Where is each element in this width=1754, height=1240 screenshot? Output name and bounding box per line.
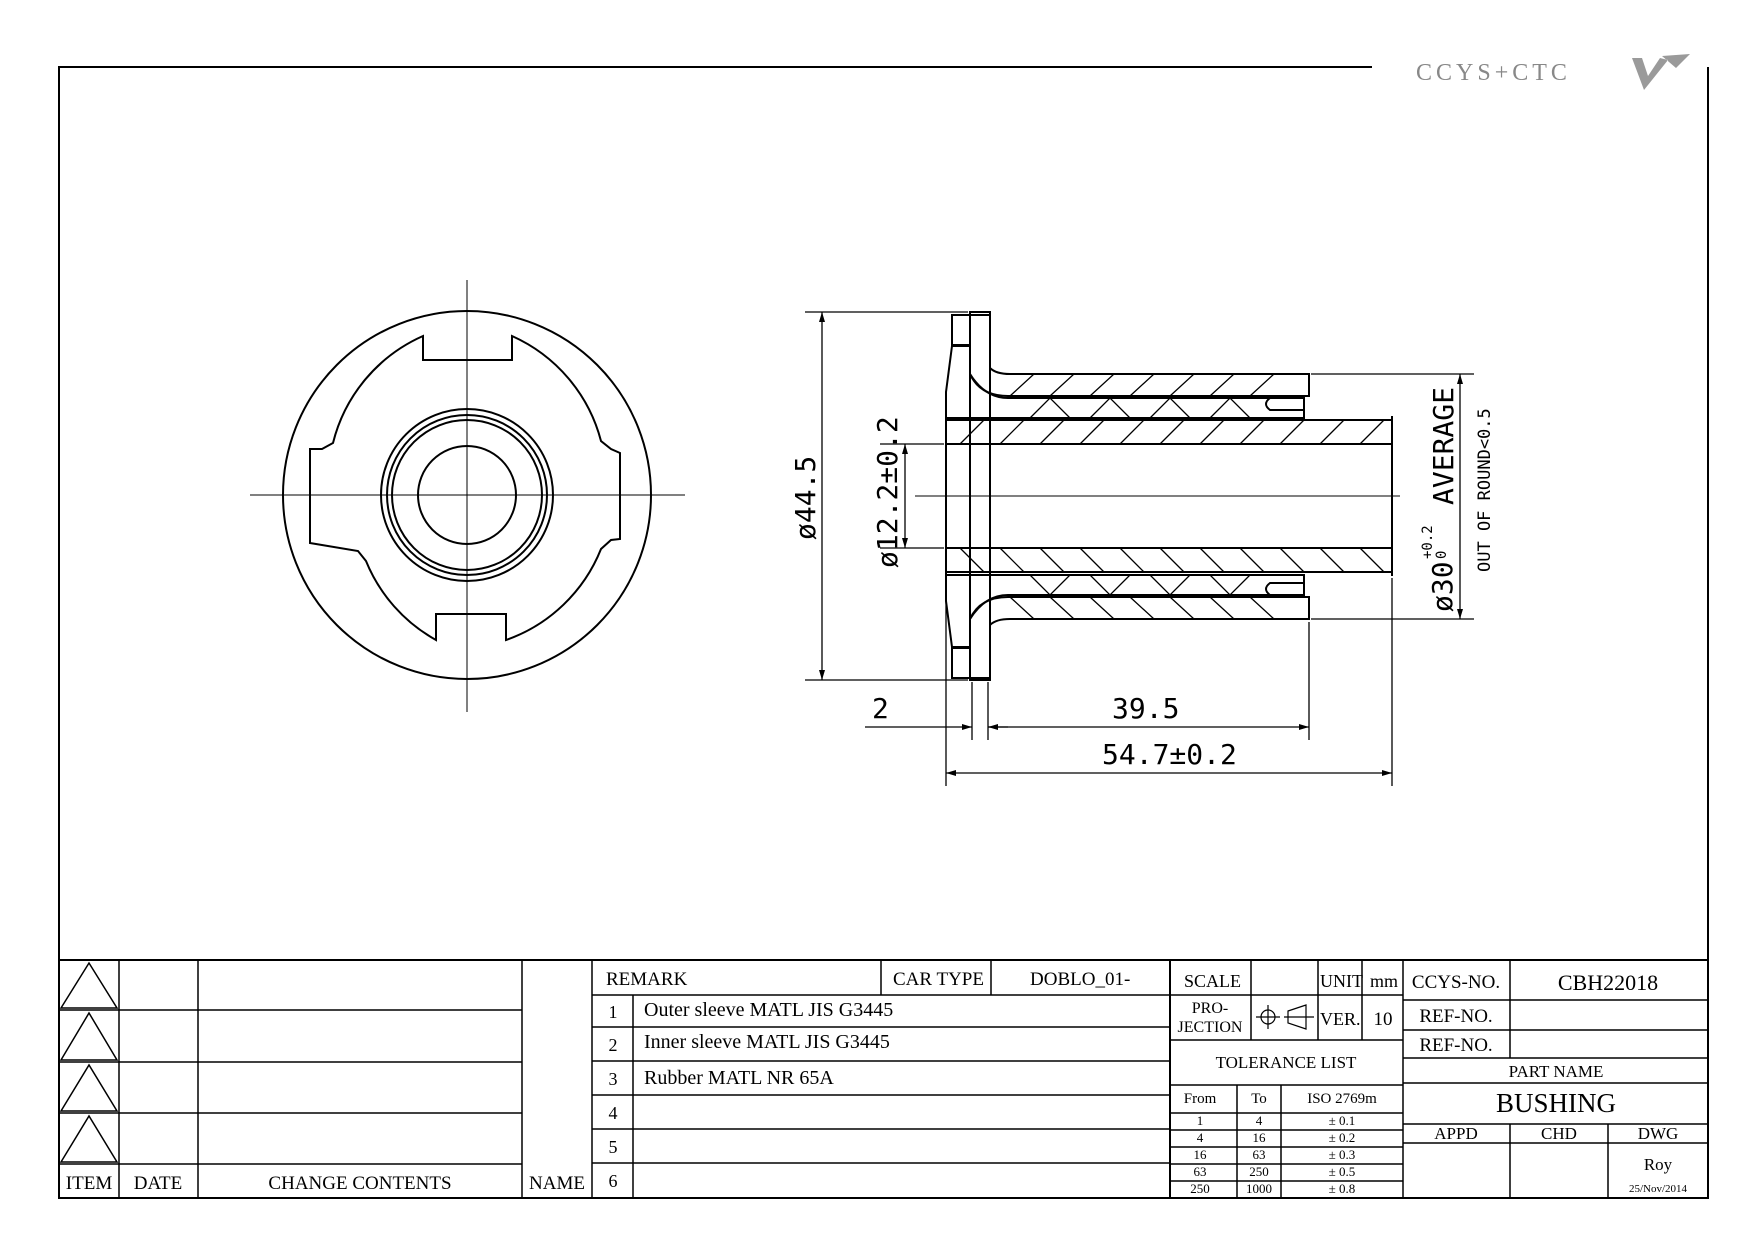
groove-lower — [1265, 582, 1304, 596]
ccys-no-value: CBH22018 — [1558, 970, 1658, 995]
dim-total-length: 54.7±0.2 — [1102, 738, 1237, 771]
front-view — [250, 280, 685, 712]
tolerance-row-4-from: 63 — [1194, 1164, 1207, 1179]
rubber-lower — [945, 574, 1305, 648]
groove-upper — [1265, 397, 1304, 411]
dwg-label: DWG — [1638, 1124, 1679, 1143]
tolerance-row-3-value: ± 0.3 — [1329, 1147, 1356, 1162]
dim-sleeve-tol-lower: 0 — [1434, 551, 1450, 559]
dwg-date: 25/Nov/2014 — [1629, 1183, 1688, 1195]
tolerance-row-3-to: 63 — [1253, 1147, 1266, 1162]
projection-label-1: PRO- — [1192, 1000, 1228, 1017]
section-hatching — [959, 373, 1385, 620]
unit-label: UNIT — [1320, 971, 1363, 991]
dim-flange-thickness: 2 — [872, 692, 889, 725]
car-type-value: DOBLO_01- — [1030, 969, 1130, 990]
dim-body-length: 39.5 — [1112, 692, 1179, 725]
ccys-no-label: CCYS-NO. — [1412, 972, 1500, 993]
remark-text-1: Outer sleeve MATL JIS G3445 — [644, 999, 893, 1021]
revision-header-name: NAME — [529, 1173, 585, 1194]
logo-text: CCYS+CTC — [1416, 60, 1571, 86]
remark-table: REMARK CAR TYPE DOBLO_01- 1 2 3 4 5 6 Ou… — [606, 969, 1130, 1191]
tolerance-header-iso: ISO 2769m — [1307, 1091, 1377, 1107]
dim-outer-diameter: ø44.5 — [789, 456, 822, 540]
remark-no-2: 2 — [609, 1035, 618, 1055]
revision-header-date: DATE — [134, 1173, 183, 1194]
tolerance-row-5-value: ± 0.8 — [1329, 1181, 1356, 1196]
unit-value: mm — [1370, 971, 1398, 991]
dwg-name: Roy — [1644, 1155, 1673, 1174]
appd-label: APPD — [1434, 1124, 1477, 1143]
tolerance-row-2-from: 4 — [1197, 1130, 1204, 1145]
section-view — [915, 311, 1400, 681]
dim-average: AVERAGE — [1427, 387, 1460, 505]
remark-no-6: 6 — [609, 1171, 618, 1191]
tolerance-row-4-value: ± 0.5 — [1329, 1164, 1356, 1179]
tolerance-row-5-from: 250 — [1190, 1181, 1210, 1196]
tolerance-row-1-from: 1 — [1197, 1113, 1204, 1128]
tolerance-row-1-value: ± 0.1 — [1329, 1113, 1356, 1128]
scale-label: SCALE — [1184, 971, 1241, 991]
revision-table: ITEM DATE CHANGE CONTENTS NAME — [66, 1173, 585, 1194]
projection-symbol-icon — [1256, 1004, 1314, 1030]
remark-no-5: 5 — [609, 1137, 618, 1157]
title-block: CCYS-NO. CBH22018 REF-NO. REF-NO. PART N… — [1412, 970, 1688, 1195]
tolerance-row-3-from: 16 — [1194, 1147, 1208, 1162]
title-block-grid — [59, 959, 1708, 1198]
part-name-label: PART NAME — [1509, 1062, 1604, 1081]
dim-sleeve-diameter: ø30 — [1426, 561, 1459, 612]
ver-value: 10 — [1374, 1009, 1393, 1030]
tolerance-row-4-to: 250 — [1249, 1164, 1269, 1179]
dim-inner-diameter: ø12.2±0.2 — [871, 416, 904, 568]
company-logo: CCYS+CTC — [1416, 54, 1690, 90]
dim-out-of-round: OUT OF ROUND<0.5 — [1475, 408, 1495, 572]
dimension-labels: ø44.5 ø12.2±0.2 ø30 +0.2 0 AVERAGE OUT O… — [789, 387, 1495, 771]
revision-header-item: ITEM — [66, 1173, 113, 1194]
remark-no-1: 1 — [609, 1002, 618, 1022]
remark-text-2: Inner sleeve MATL JIS G3445 — [644, 1031, 890, 1053]
tolerance-header-to: To — [1251, 1091, 1267, 1107]
drawing-frame — [58, 66, 1709, 1199]
remark-no-3: 3 — [609, 1069, 618, 1089]
scale-projection-block: SCALE UNIT mm PRO- JECTION VER. 10 TOLER… — [1178, 971, 1398, 1196]
dim-sleeve-tol-upper: +0.2 — [1420, 525, 1436, 559]
revision-header-change: CHANGE CONTENTS — [268, 1173, 451, 1194]
outer-sleeve-upper — [951, 314, 1310, 397]
rubber-upper — [945, 345, 1305, 419]
chd-label: CHD — [1541, 1124, 1577, 1143]
tolerance-title: TOLERANCE LIST — [1216, 1053, 1357, 1072]
remark-text-3: Rubber MATL NR 65A — [644, 1067, 834, 1089]
dimensions — [805, 311, 1474, 786]
tolerance-row-2-to: 16 — [1253, 1130, 1267, 1145]
logo-mark-icon — [1632, 54, 1690, 90]
projection-label-2: JECTION — [1178, 1019, 1243, 1036]
tolerance-row-2-value: ± 0.2 — [1329, 1130, 1356, 1145]
tolerance-header-from: From — [1184, 1091, 1217, 1107]
car-type-label: CAR TYPE — [893, 969, 984, 990]
ver-label: VER. — [1320, 1009, 1361, 1029]
remark-no-4: 4 — [609, 1103, 618, 1123]
part-name-value: BUSHING — [1496, 1088, 1616, 1118]
remark-header: REMARK — [606, 969, 688, 990]
ref-no-label-1: REF-NO. — [1419, 1006, 1492, 1027]
outer-sleeve-lower — [951, 596, 1310, 679]
flange-profile — [309, 334, 621, 642]
tolerance-row-1-to: 4 — [1256, 1113, 1263, 1128]
ref-no-label-2: REF-NO. — [1419, 1035, 1492, 1056]
tolerance-row-5-to: 1000 — [1246, 1181, 1272, 1196]
